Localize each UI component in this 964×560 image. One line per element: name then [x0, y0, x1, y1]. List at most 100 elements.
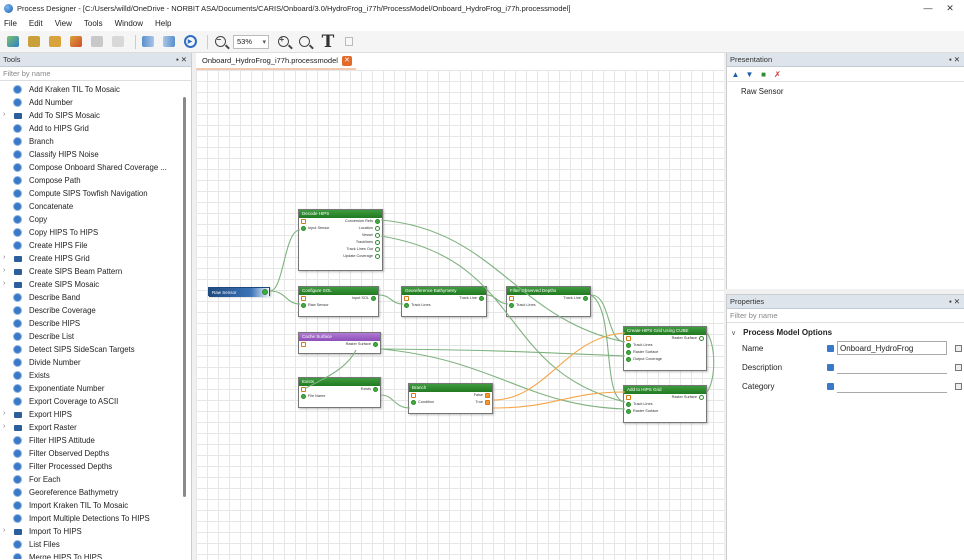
tool-list-item[interactable]: Divide Number	[0, 356, 182, 369]
tool-list-item[interactable]: Compose Path	[0, 174, 182, 187]
document-tab[interactable]: Onboard_HydroFrog_i77h.processmodel ✕	[196, 53, 356, 70]
property-value-description[interactable]	[837, 360, 947, 374]
property-value-category[interactable]	[837, 379, 947, 393]
tool-list-item[interactable]: Exists	[0, 369, 182, 382]
tool-list-item[interactable]: Describe Coverage	[0, 304, 182, 317]
node-georeference-bathymetry[interactable]: Georeference Bathymetry Track Line Track…	[401, 286, 487, 317]
input-port[interactable]	[626, 402, 631, 407]
tool-list-item[interactable]: ›Import To HIPS	[0, 525, 182, 538]
input-port[interactable]	[404, 296, 409, 301]
note-button[interactable]	[341, 34, 357, 50]
tool-list-item[interactable]: ›Create HIPS Grid	[0, 252, 182, 265]
tool-list-item[interactable]: List Files	[0, 538, 182, 551]
output-port[interactable]	[262, 289, 268, 295]
tool-list-item[interactable]: ›Export Raster	[0, 421, 182, 434]
menu-file[interactable]: File	[4, 19, 17, 28]
tool-list-item[interactable]: Filter Observed Depths	[0, 447, 182, 460]
panel-dock-controls[interactable]: ▪ ✕	[175, 55, 187, 64]
model-canvas-grid[interactable]: Raw Sensor Decode HIPS Conversion Refs I…	[196, 70, 724, 560]
open-button[interactable]	[26, 34, 42, 50]
zoom-select[interactable]: 53%▾	[233, 34, 269, 49]
property-group-header[interactable]: ∨Process Model Options	[727, 323, 964, 340]
output-port[interactable]	[699, 395, 704, 400]
output-port[interactable]	[375, 240, 380, 245]
menu-help[interactable]: Help	[155, 19, 172, 28]
input-port[interactable]	[509, 303, 514, 308]
tool-list-item[interactable]: Describe HIPS	[0, 317, 182, 330]
input-port[interactable]	[626, 350, 631, 355]
open-recent-button[interactable]	[47, 34, 63, 50]
tool-list-item[interactable]: Import Kraken TIL To Mosaic	[0, 499, 182, 512]
chevron-right-icon[interactable]: ›	[3, 527, 6, 534]
input-port[interactable]	[411, 393, 416, 398]
remove-icon[interactable]: ✗	[774, 69, 781, 79]
output-port[interactable]	[375, 226, 380, 231]
output-port[interactable]	[373, 342, 378, 347]
input-port[interactable]	[626, 409, 631, 414]
input-port[interactable]	[301, 219, 306, 224]
property-option-button[interactable]	[955, 345, 962, 352]
tool-list-item[interactable]: Add Number	[0, 96, 182, 109]
properties-filter-input[interactable]: Filter by name	[727, 309, 964, 323]
tool-list-item[interactable]: ›Add To SIPS Mosaic	[0, 109, 182, 122]
tool-list-item[interactable]: Copy	[0, 213, 182, 226]
tool-list-item[interactable]: Branch	[0, 135, 182, 148]
tool-list-item[interactable]: Concatenate	[0, 200, 182, 213]
property-option-button[interactable]	[955, 383, 962, 390]
move-down-icon[interactable]: ▼	[745, 69, 754, 79]
chevron-right-icon[interactable]: ›	[3, 111, 6, 118]
save-button[interactable]	[89, 34, 105, 50]
text-tool-button[interactable]: T	[320, 32, 336, 52]
output-port[interactable]	[583, 296, 588, 301]
output-port[interactable]	[479, 296, 484, 301]
tool-list-item[interactable]: ›Create SIPS Mosaic	[0, 278, 182, 291]
zoom-fit-button[interactable]	[296, 34, 312, 50]
output-port[interactable]	[371, 296, 376, 301]
node-decode-hips[interactable]: Decode HIPS Conversion Refs Input Sensor…	[298, 209, 383, 271]
save-as-button[interactable]	[110, 34, 126, 50]
input-port[interactable]	[626, 357, 631, 362]
tool-list-item[interactable]: Compute SIPS Towfish Navigation	[0, 187, 182, 200]
output-port[interactable]	[375, 219, 380, 224]
output-port[interactable]	[485, 393, 490, 398]
property-option-button[interactable]	[955, 364, 962, 371]
property-flag-icon[interactable]	[827, 364, 834, 371]
input-port[interactable]	[509, 296, 514, 301]
move-up-icon[interactable]: ▲	[731, 69, 740, 79]
new-model-button[interactable]	[5, 34, 21, 50]
panel-dock-controls[interactable]: ▪ ✕	[948, 297, 960, 306]
property-value-name[interactable]: Onboard_HydroFrog	[837, 341, 947, 355]
tool-list-item[interactable]: ›Create SIPS Beam Pattern	[0, 265, 182, 278]
tool-list-item[interactable]: Import Multiple Detections To HIPS	[0, 512, 182, 525]
tool-list-item[interactable]: Merge HIPS To HIPS	[0, 551, 182, 559]
menu-tools[interactable]: Tools	[83, 19, 103, 28]
close-window-button[interactable]: ✕	[946, 3, 954, 13]
output-port[interactable]	[375, 247, 380, 252]
chevron-right-icon[interactable]: ›	[3, 423, 6, 430]
tool-list-item[interactable]: Filter HIPS Attitude	[0, 434, 182, 447]
tools-scrollbar[interactable]	[183, 97, 186, 497]
node-filter-observed-depths[interactable]: Filter Observed Depths Track Line Track …	[506, 286, 591, 317]
input-port[interactable]	[301, 387, 306, 392]
chevron-right-icon[interactable]: ›	[3, 254, 6, 261]
output-port[interactable]	[375, 254, 380, 259]
input-port[interactable]	[626, 395, 631, 400]
tool-list-item[interactable]: Copy HIPS To HIPS	[0, 226, 182, 239]
input-port[interactable]	[301, 226, 306, 231]
presentation-item[interactable]: Raw Sensor	[741, 87, 784, 96]
minimize-button[interactable]: —	[923, 3, 933, 13]
tools-filter-input[interactable]: Filter by name	[0, 67, 191, 81]
tool-list-item[interactable]: Exponentiate Number	[0, 382, 182, 395]
property-flag-icon[interactable]	[827, 345, 834, 352]
menu-edit[interactable]: Edit	[28, 19, 43, 28]
output-port[interactable]	[485, 400, 490, 405]
node-add-to-hips-grid[interactable]: Add to HIPS Grid Raster Surface Track Li…	[623, 385, 707, 423]
tool-list-item[interactable]: Add Kraken TIL To Mosaic	[0, 83, 182, 96]
tool-list-item[interactable]: ›Export HIPS	[0, 408, 182, 421]
input-port[interactable]	[301, 394, 306, 399]
import-button[interactable]	[68, 34, 84, 50]
input-port[interactable]	[411, 400, 416, 405]
output-port[interactable]	[373, 387, 378, 392]
output-port[interactable]	[375, 233, 380, 238]
